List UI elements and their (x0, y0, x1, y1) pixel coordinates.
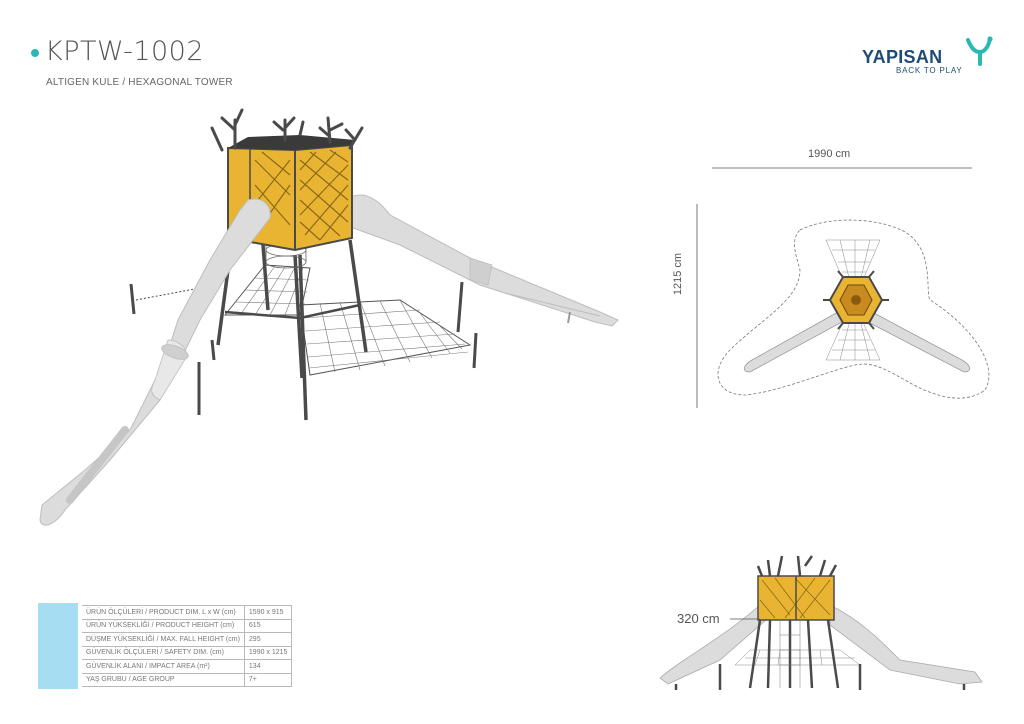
slide-right (344, 194, 619, 333)
table-row: GÜVENLİK ALANI / IMPACT AREA (m²)134 (82, 659, 293, 674)
spec-label: GÜVENLİK ÖLÇÜLERİ / SAFETY DIM. (cm) (82, 646, 245, 660)
spec-label: YAŞ GRUBU / AGE GROUP (82, 673, 245, 687)
safety-area-outline (717, 219, 990, 399)
slide-left (39, 198, 271, 526)
spec-value: 134 (243, 659, 293, 674)
logo-tagline: BACK TO PLAY (896, 66, 963, 75)
logo-wordmark: YAPISAN (862, 47, 943, 67)
table-row: ÜRÜN YÜKSEKLİĞİ / PRODUCT HEIGHT (cm)615 (82, 619, 293, 633)
width-dimension-label: 1990 cm (808, 148, 851, 160)
spec-label: DÜŞME YÜKSEKLİĞİ / MAX. FALL HEIGHT (cm) (82, 632, 245, 647)
product-subtitle: ALTIGEN KULE / HEXAGONAL TOWER (46, 77, 233, 88)
spec-value: 1590 x 915 (243, 605, 293, 620)
table-row: GÜVENLİK ÖLÇÜLERİ / SAFETY DIM. (cm)1990… (82, 646, 293, 660)
spec-value: 1990 x 1215 (243, 646, 293, 660)
spec-value: 615 (243, 619, 293, 633)
table-row: DÜŞME YÜKSEKLİĞİ / MAX. FALL HEIGHT (cm)… (82, 632, 293, 647)
spec-label: GÜVENLİK ALANI / IMPACT AREA (m²) (82, 659, 245, 674)
climbing-net-right (299, 299, 472, 376)
spec-color-bar (38, 603, 78, 689)
title-dot-icon (31, 49, 39, 57)
brand-logo: YAPISAN BACK TO PLAY (862, 36, 993, 78)
spec-value: 7+ (243, 673, 293, 687)
plan-hex-tower (823, 270, 889, 330)
spec-value: 295 (243, 632, 293, 647)
tower-frame (129, 239, 478, 421)
spec-table: ÜRÜN ÖLÇÜLERİ / PRODUCT DIM. L x W (cm)1… (82, 605, 293, 687)
spec-label: ÜRÜN ÖLÇÜLERİ / PRODUCT DIM. L x W (cm) (82, 605, 245, 620)
height-dimension-label: 320 cm (677, 611, 720, 626)
spec-label: ÜRÜN YÜKSEKLİĞİ / PRODUCT HEIGHT (cm) (82, 619, 245, 633)
product-code-title: KPTW-1002 (45, 36, 205, 67)
main-product-render (39, 108, 619, 526)
table-row: ÜRÜN ÖLÇÜLERİ / PRODUCT DIM. L x W (cm)1… (82, 605, 293, 620)
depth-dimension-label: 1215 cm (672, 252, 684, 296)
logo-y-icon (966, 36, 993, 66)
